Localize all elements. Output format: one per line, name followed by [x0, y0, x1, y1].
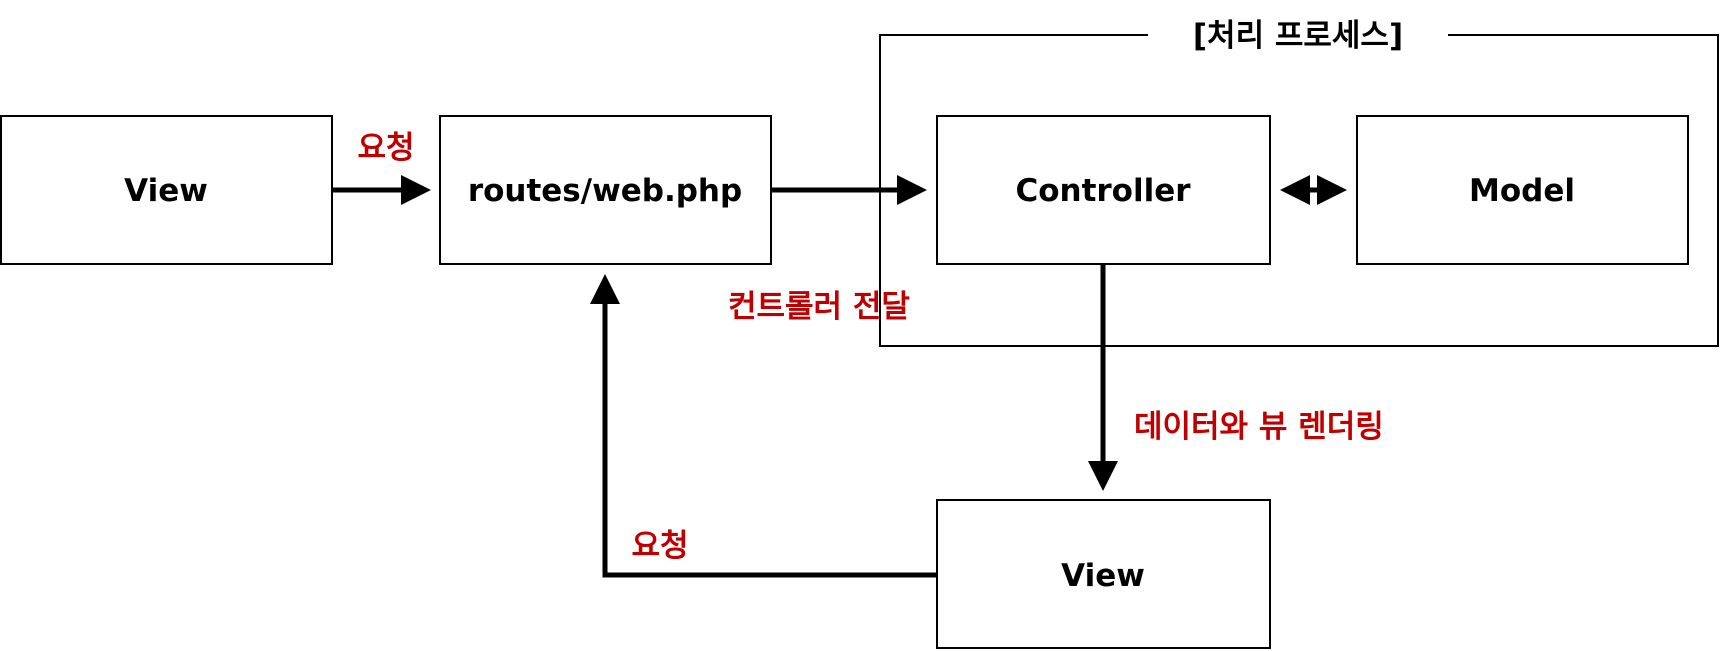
- controller-label: Controller: [1015, 173, 1191, 209]
- to-controller-label: 컨트롤러 전달: [728, 289, 910, 325]
- render-label: 데이터와 뷰 렌더링: [1134, 409, 1384, 445]
- model-node: Model: [1356, 115, 1689, 265]
- request-top-label: 요청: [357, 130, 414, 166]
- request-bottom-label: 요청: [631, 528, 688, 564]
- model-label: Model: [1469, 173, 1575, 209]
- view-top-node: View: [0, 115, 333, 265]
- view-bottom-node: View: [936, 499, 1271, 649]
- routes-label: routes/web.php: [468, 173, 742, 209]
- routes-node: routes/web.php: [439, 115, 772, 265]
- view-bottom-label: View: [1061, 558, 1145, 594]
- arrow-view-to-routes-return: [590, 274, 937, 578]
- controller-node: Controller: [936, 115, 1271, 265]
- process-group-title: [처리 프로세스]: [1193, 18, 1403, 54]
- view-top-label: View: [124, 173, 208, 209]
- process-group-frame: [879, 34, 1719, 347]
